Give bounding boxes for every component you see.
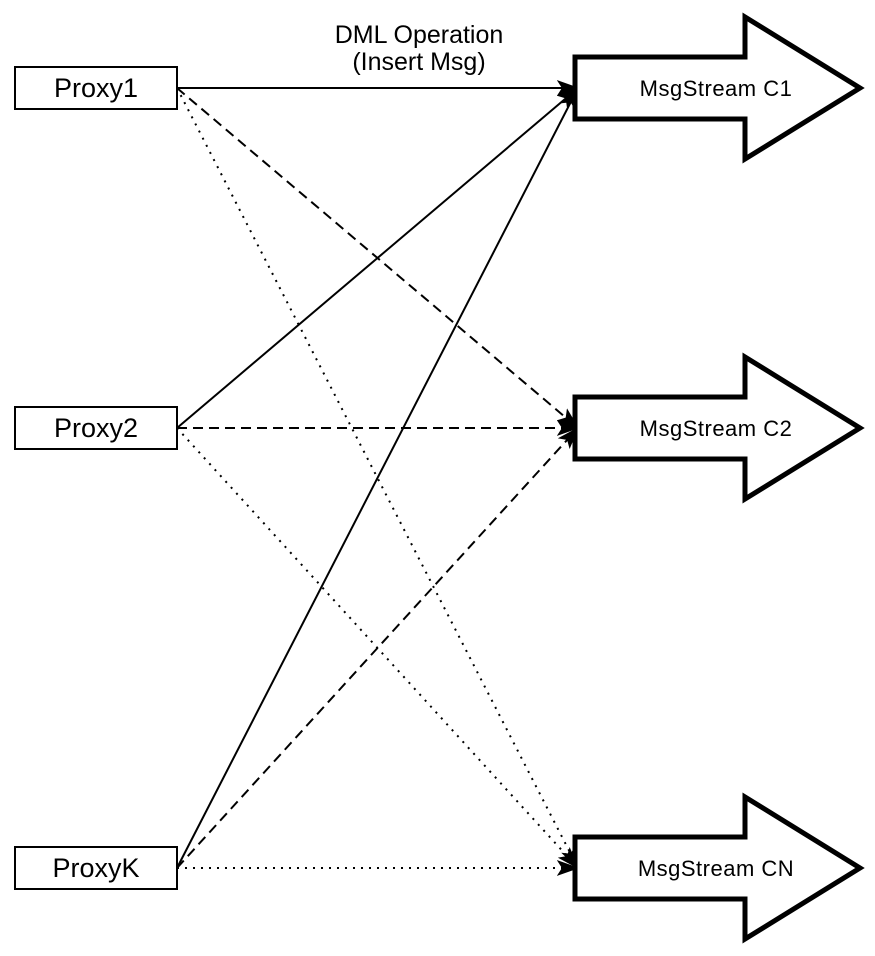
msgstream-c2-arrow-shape	[572, 352, 865, 504]
edges-layer	[176, 87, 579, 869]
edge-proxyK-c1	[176, 88, 579, 869]
edge-proxy2-cn	[176, 427, 578, 868]
proxyK-label: ProxyK	[52, 853, 139, 883]
msgstream-c2-label: MsgStream C2	[640, 416, 793, 441]
proxy1-box	[14, 66, 178, 110]
dml-operation-label-line2: (Insert Msg)	[352, 48, 485, 76]
msgstream-c1-arrow-shape	[572, 12, 865, 164]
msgstream-c1-label: MsgStream C1	[640, 76, 793, 101]
node-proxyK: ProxyK	[14, 846, 178, 890]
msgstream-cn-arrow-shape	[572, 792, 865, 944]
node-msgstream-c1: MsgStream C1	[572, 12, 865, 164]
proxy2-box	[14, 406, 178, 450]
proxyK-box	[14, 846, 178, 890]
node-msgstream-cn: MsgStream CN	[572, 792, 865, 944]
edge-proxy1-c2	[176, 87, 578, 428]
proxy2-label: Proxy2	[54, 413, 138, 443]
msgstream-cn-label: MsgStream CN	[638, 856, 794, 881]
proxy1-label: Proxy1	[54, 73, 138, 103]
node-proxy2: Proxy2	[14, 406, 178, 450]
dml-operation-label: DML Operation (Insert Msg)	[335, 21, 504, 76]
dml-operation-label-line1: DML Operation	[335, 21, 504, 49]
node-msgstream-c2: MsgStream C2	[572, 352, 865, 504]
node-proxy1: Proxy1	[14, 66, 178, 110]
